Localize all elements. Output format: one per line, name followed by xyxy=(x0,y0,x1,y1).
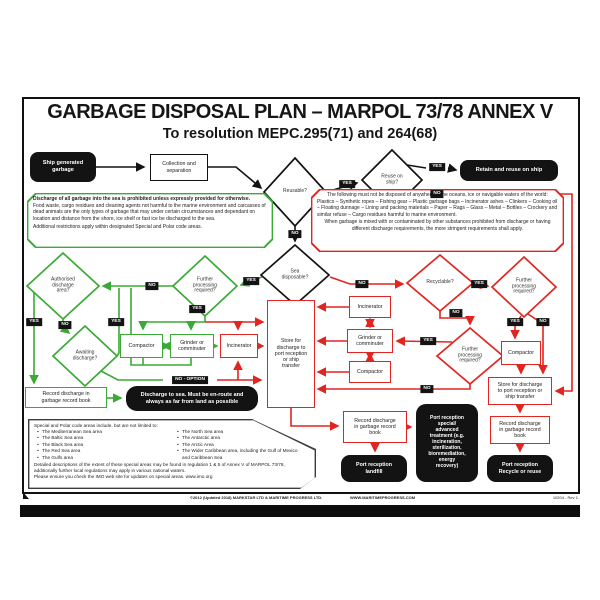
awaiting-discharge-diamond xyxy=(51,324,119,388)
compactor-green-node: Compactor xyxy=(120,334,163,358)
special-areas-note2: Please ensure you check the IMO web site… xyxy=(34,473,213,479)
special-area-item: The Mediterranean Sea area xyxy=(42,428,102,434)
further-processing-bottom-label: Further processing required? xyxy=(457,346,483,364)
bullet-icon: • xyxy=(177,448,179,454)
bullet-icon: • xyxy=(37,441,39,447)
port-reception-recycle-node: Port reception Recycle or reuse xyxy=(487,455,553,482)
incinerator-right-node: Incinerator xyxy=(349,296,391,318)
chip-authorised-no: NO xyxy=(58,321,72,329)
authorised-area-diamond xyxy=(25,251,101,321)
further-processing-green-label: Further processing required? xyxy=(192,276,218,294)
store-left-node: Store for discharge to port reception or… xyxy=(267,300,315,408)
corner-registration-mark xyxy=(23,492,29,499)
sea-disposable-label: Sea disposable? xyxy=(281,268,309,280)
chip-no-option: NO - OPTION xyxy=(172,376,208,384)
record-book-red-left-node: Record discharge in garbage record book xyxy=(343,411,407,443)
further-processing-green-diamond xyxy=(171,254,239,318)
recyclable-label: Recyclable? xyxy=(426,279,454,286)
awaiting-discharge-label: Awaiting discharge? xyxy=(72,349,98,361)
special-area-item: The Black Sea area xyxy=(42,441,84,447)
record-book-red-right-node: Record discharge in garbage record book xyxy=(490,416,550,444)
further-processing-bottom-diamond xyxy=(435,326,505,386)
further-processing-right-label: Further processing required? xyxy=(511,277,537,295)
special-area-item: The Gulfs area xyxy=(42,455,74,461)
grinder-green-node: Grinder or comminuter xyxy=(170,334,214,358)
chip-awaiting-yes: YES xyxy=(108,318,124,326)
compactor-right-node: Compactor xyxy=(501,341,541,365)
authorised-area-label: Authorised discharge area? xyxy=(51,276,75,294)
retain-reuse-node: Retain and reuse on ship xyxy=(460,160,558,181)
collection-separation-node: Collection and separation xyxy=(150,154,208,181)
special-area-item: The North Sea area xyxy=(182,428,224,434)
grinder-right-node: Grinder or comminuter xyxy=(347,329,393,353)
chip-fpr-right-no: NO xyxy=(536,318,550,326)
chip-authorised-yes: YES xyxy=(26,318,42,326)
record-book-green-node: Record discharge in garbage record book xyxy=(25,387,107,408)
chip-fpr-green-yes: YES xyxy=(189,305,205,313)
not-disposed-info-box: The following must not be disposed of an… xyxy=(311,189,564,252)
compactor-mid-node: Compactor xyxy=(349,361,391,383)
special-area-item: The Wider Caribbean area, including the … xyxy=(182,448,298,460)
chip-recyclable-no: NO xyxy=(449,309,463,317)
special-area-item: The Red Sea area xyxy=(42,448,81,454)
bullet-icon: • xyxy=(37,435,39,441)
discharge-to-sea-node: Discharge to sea. Must be en-route and a… xyxy=(126,386,258,411)
ship-generated-garbage-node: Ship generated garbage xyxy=(30,152,96,182)
chip-reuse-no: NO xyxy=(430,190,444,198)
chip-fpr-bottom-yes: YES xyxy=(420,337,436,345)
prohibited-title: Discharge of all garbage into the sea is… xyxy=(33,196,251,202)
footer-website: WWW.MARITIMEPROGRESS.COM xyxy=(350,495,416,500)
bullet-icon: • xyxy=(37,455,39,461)
recyclable-diamond xyxy=(405,253,475,313)
special-areas-note1: Detailed descriptions of the extent of t… xyxy=(34,461,285,473)
not-disposed-line3: When garbage is mixed with or contaminat… xyxy=(324,219,551,232)
chip-fpr-bottom-no: NO xyxy=(420,385,434,393)
reuse-on-ship-label: Reuse on ship? xyxy=(381,173,403,185)
reusable-diamond xyxy=(262,156,328,228)
special-areas-border xyxy=(28,419,316,489)
incinerator-mid-node: Incinerator xyxy=(220,334,258,358)
store-right-node: Store for discharge to port reception or… xyxy=(488,377,552,405)
chip-sea-no: NO xyxy=(355,280,369,288)
red-box-border xyxy=(311,189,564,252)
poster-title: GARBAGE DISPOSAL PLAN – MARPOL 73/78 ANN… xyxy=(47,101,553,123)
poster-border-frame xyxy=(22,97,580,494)
reusable-label: Reusable? xyxy=(283,188,307,195)
bullet-icon: • xyxy=(177,428,179,434)
chip-fpr-right-yes: YES xyxy=(507,318,523,326)
chip-reusable-no: NO xyxy=(288,230,302,238)
special-areas-col2: •The North Sea area •The Antarctic area … xyxy=(174,429,310,462)
port-reception-special-node: Port reception special/ advanced treatme… xyxy=(416,404,478,482)
not-disposed-line2: Plastics – Synthetic ropes – Fishing gea… xyxy=(317,198,558,218)
footer-copyright: ©2012 (Updated 2018) MARKSTAR LTD & MARI… xyxy=(190,495,323,500)
prohibited-body: Food waste, cargo residues and cleaning … xyxy=(33,202,266,222)
special-areas-box: Special and Polar code areas include, bu… xyxy=(28,419,316,489)
chip-recyclable-yes: YES xyxy=(471,280,487,288)
special-areas-col1: •The Mediterranean Sea area •The Baltic … xyxy=(34,429,174,462)
port-reception-landfill-node: Port reception landfill xyxy=(341,455,407,482)
further-processing-right-diamond xyxy=(490,255,558,319)
poster-subtitle: To resolution MEPC.295(71) and 264(68) xyxy=(162,126,438,142)
chip-reuse-yes: YES xyxy=(429,163,445,171)
green-box-border xyxy=(27,193,273,248)
bullet-icon: • xyxy=(37,428,39,434)
chip-sea-yes: YES xyxy=(243,277,259,285)
discharge-prohibited-info-box: Discharge of all garbage into the sea is… xyxy=(27,193,273,248)
chip-fpr-green-no: NO xyxy=(145,282,159,290)
special-area-item: The Arctic Area xyxy=(182,441,214,447)
bullet-icon: • xyxy=(37,448,39,454)
chip-reusable-yes: YES xyxy=(339,180,355,188)
poster-bottom-edge xyxy=(20,505,580,517)
special-area-item: The Antarctic area xyxy=(182,435,221,441)
special-areas-title: Special and Polar code areas include, bu… xyxy=(34,422,158,428)
bullet-icon: • xyxy=(177,435,179,441)
footer-doc-code: 10204 - Rev 1 xyxy=(552,495,578,500)
special-area-item: The Baltic Sea area xyxy=(42,435,84,441)
bullet-icon: • xyxy=(177,441,179,447)
prohibited-note: Additional restrictions apply within des… xyxy=(33,224,202,230)
